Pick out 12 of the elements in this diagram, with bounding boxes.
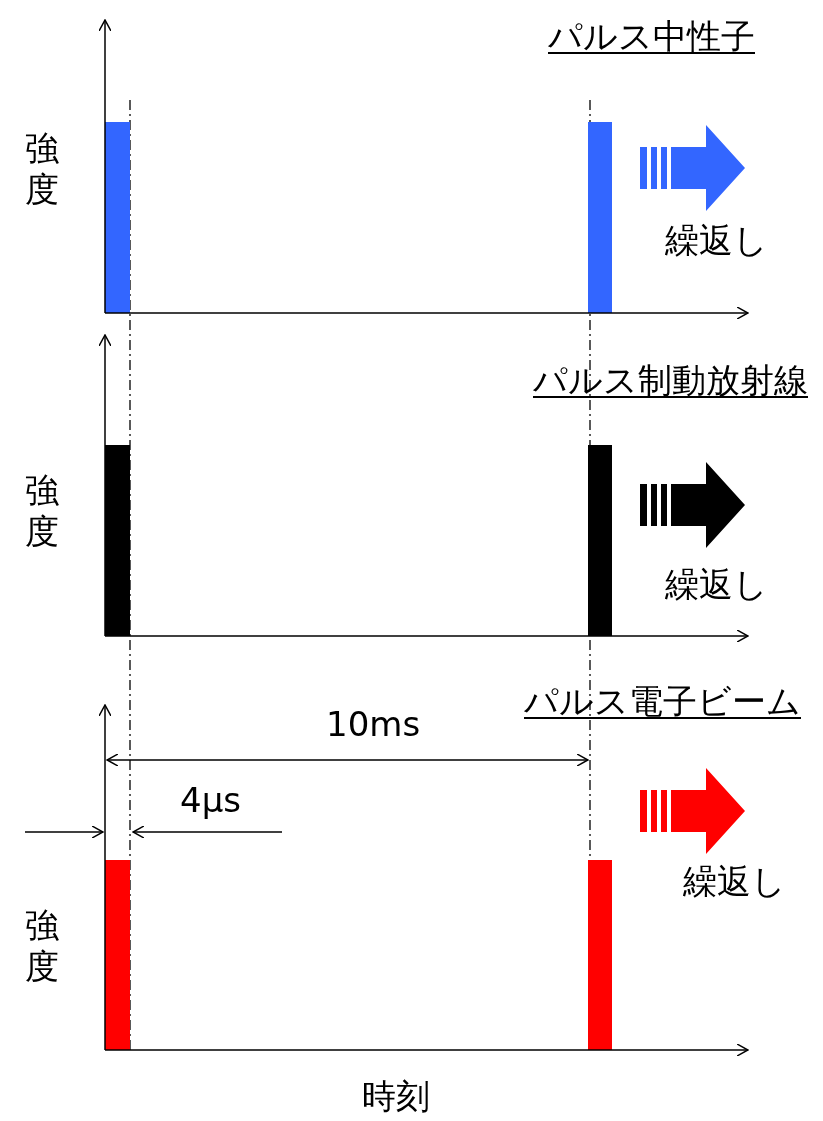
- dimension-label: 10ms: [326, 706, 421, 744]
- heading-label: パルス電子ビーム: [524, 683, 801, 721]
- dimension-label: 4μs: [180, 782, 241, 820]
- axis-label: 強度: [25, 905, 60, 987]
- annotation-label: 繰返し: [683, 863, 786, 901]
- annotation-label: 繰返し: [665, 566, 768, 604]
- axis-label: 強度: [25, 470, 60, 552]
- axis-label: 強度: [25, 128, 60, 210]
- heading-label: パルス中性子: [548, 18, 755, 56]
- axis-label: 時刻: [362, 1078, 430, 1116]
- heading-label: パルス制動放射線: [533, 362, 808, 400]
- annotation-label: 繰返し: [665, 222, 768, 260]
